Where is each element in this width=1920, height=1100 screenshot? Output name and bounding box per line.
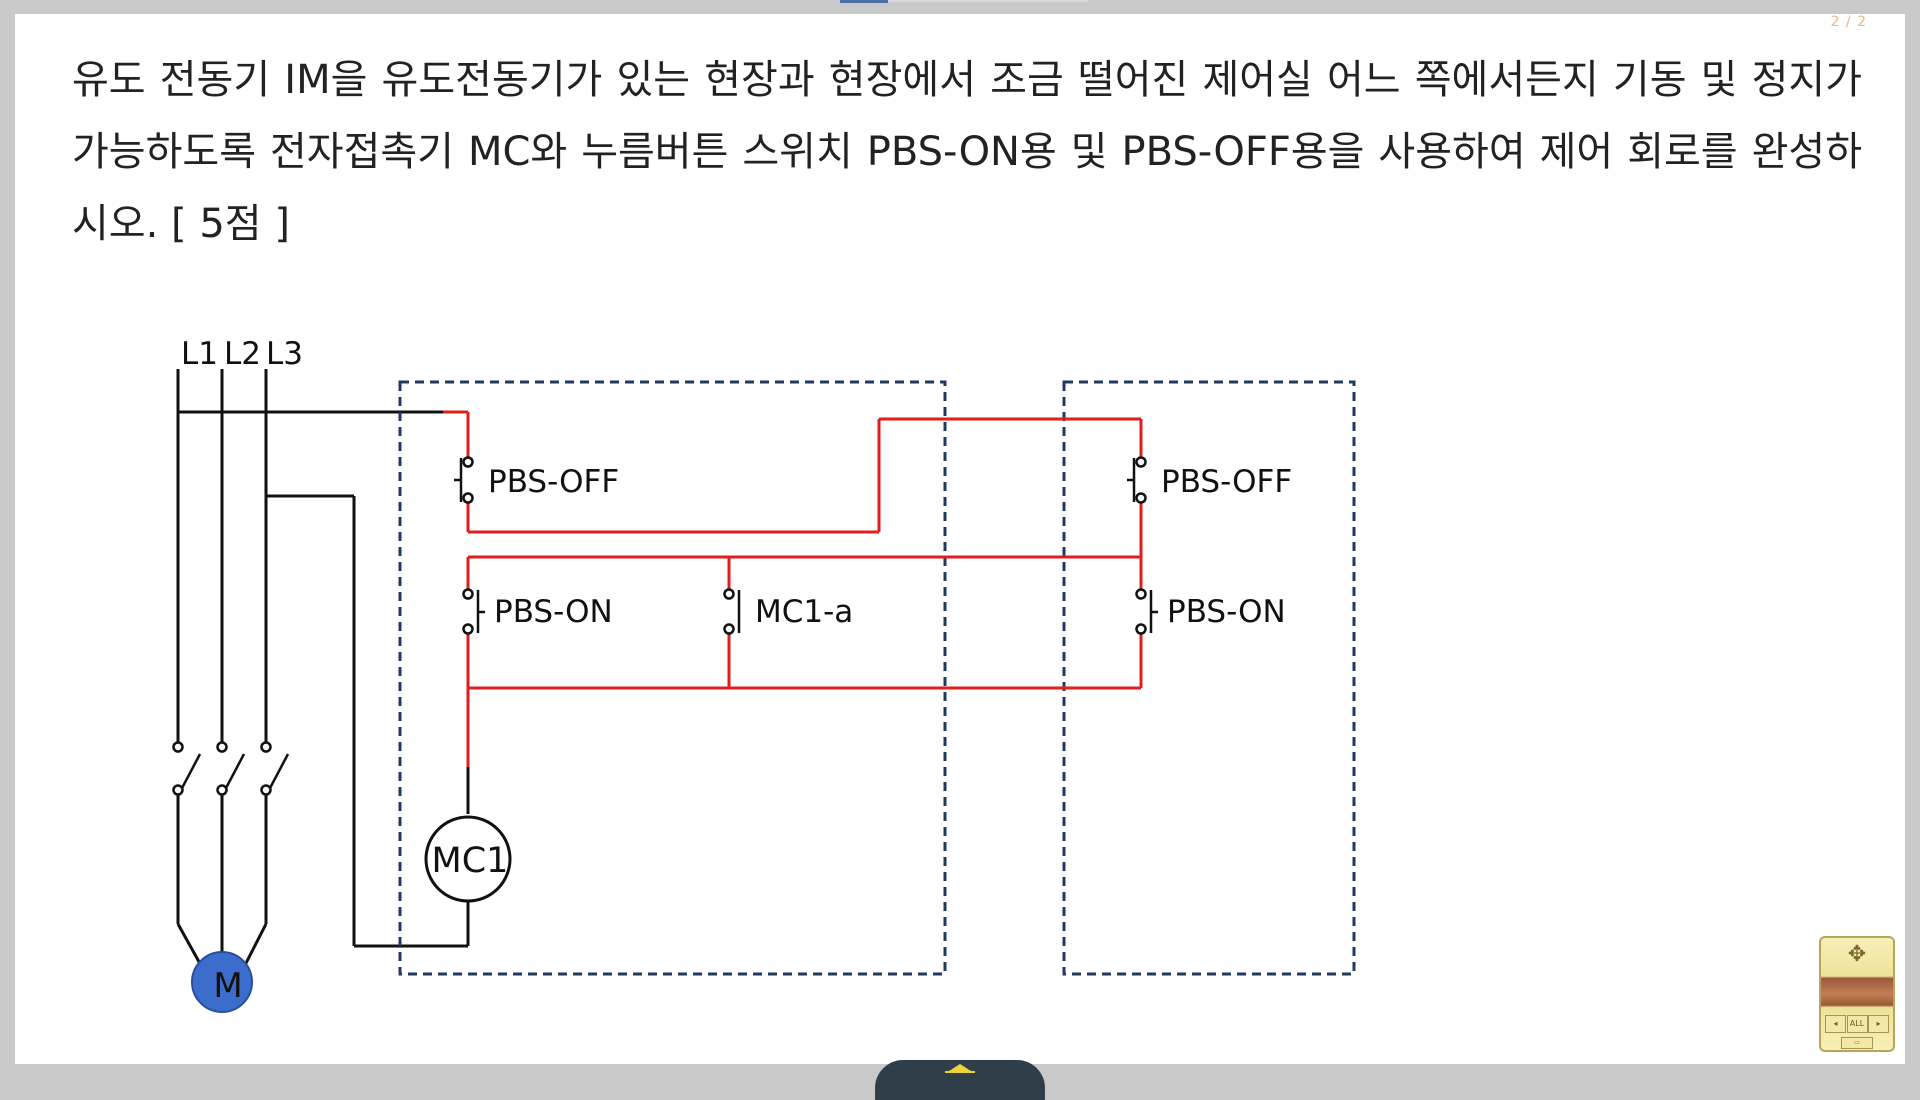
motor: M (191, 951, 253, 1013)
pbs-off-right (1127, 456, 1147, 504)
up-arrow-icon (949, 1064, 971, 1071)
control-box-field (398, 380, 947, 976)
last-page-icon[interactable]: ▸ (1868, 1015, 1889, 1033)
pbs-off-right-label: PBS-OFF (1161, 464, 1292, 500)
toolbar-toggle-bar (945, 1071, 975, 1073)
slide: 2 / 2 유도 전동기 IM을 유도전동기가 있는 현장과 현장에서 조금 떨… (15, 14, 1905, 1064)
phase-label-l3: L3 (266, 336, 303, 372)
pbs-on-left-label: PBS-ON (494, 594, 613, 630)
page-nav-widget[interactable]: ✥ ◂ ALL ▸ ▭ (1819, 936, 1895, 1052)
toolbar-toggle-button[interactable] (875, 1060, 1045, 1100)
main-contactor-contacts (172, 741, 290, 796)
pbs-off-left-label: PBS-OFF (488, 464, 619, 500)
coil-label: MC1 (432, 841, 509, 881)
page-nav-controls: ◂ ALL ▸ (1825, 1015, 1889, 1033)
phase-label-l2: L2 (224, 336, 261, 372)
control-circuit-diagram: L1 L2 L3 (172, 336, 1356, 1013)
motor-leads (176, 795, 268, 970)
exit-button[interactable]: ▭ (1841, 1037, 1873, 1049)
pbs-on-left (462, 588, 485, 635)
control-box-remote (1062, 380, 1356, 976)
all-pages-icon[interactable]: ALL (1846, 1015, 1868, 1033)
move-icon[interactable]: ✥ (1847, 942, 1867, 967)
power-lines (176, 369, 470, 948)
mc1-coil: MC1 (424, 815, 512, 903)
slide-progress-indicator (840, 0, 888, 3)
page-indicator: 2 / 2 (1830, 14, 1867, 30)
mc1-a-contact (723, 588, 741, 635)
question-text: 유도 전동기 IM을 유도전동기가 있는 현장과 현장에서 조금 떨어진 제어실… (72, 57, 1862, 247)
answer-wiring (443, 410, 1143, 767)
pbs-on-right-label: PBS-ON (1167, 594, 1286, 630)
mc1-a-label: MC1-a (755, 594, 853, 630)
pbs-on-right (1135, 588, 1158, 635)
pbs-off-left (454, 456, 474, 504)
first-page-icon[interactable]: ◂ (1825, 1015, 1846, 1033)
phase-label-l1: L1 (181, 336, 218, 372)
slide-progress-track (888, 0, 1088, 2)
motor-label: M (213, 966, 242, 1006)
